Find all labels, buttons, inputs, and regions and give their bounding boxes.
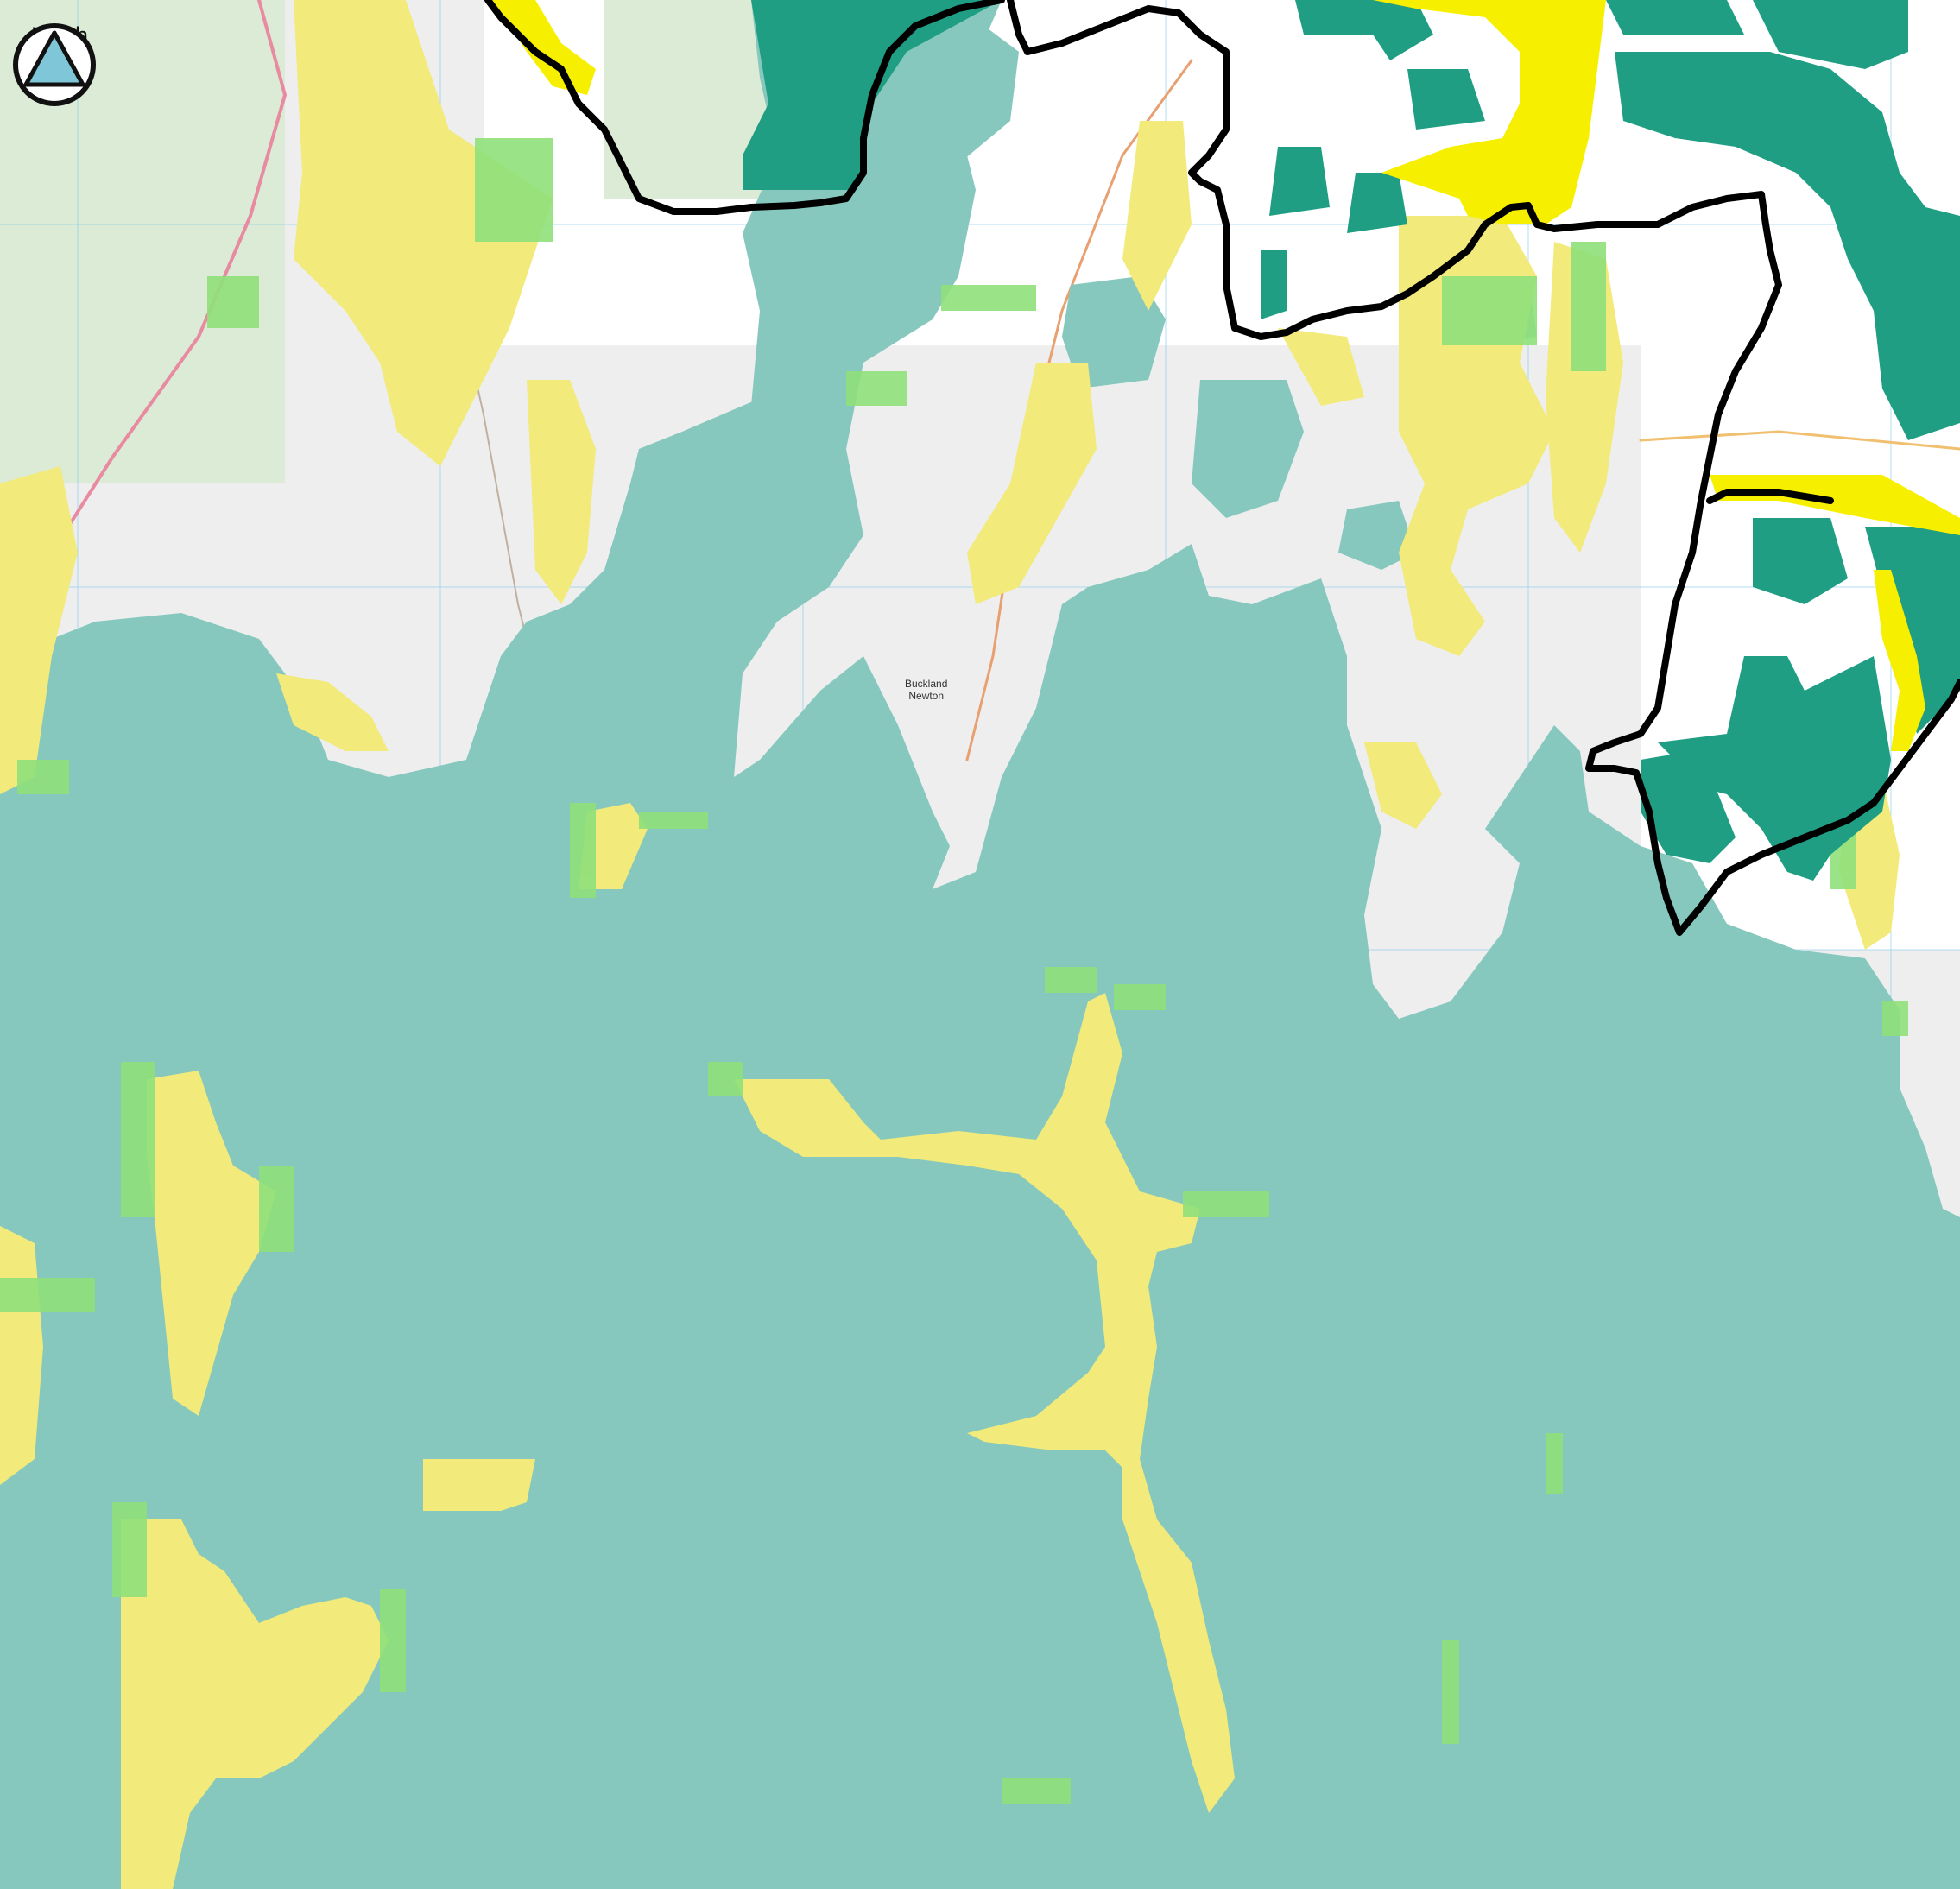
place-label-line2: Newton bbox=[908, 689, 945, 702]
boundary-north-east bbox=[1007, 0, 1960, 936]
zone-teal-light-patch-1 bbox=[1062, 276, 1166, 389]
zone-teal-light-patch-3 bbox=[1338, 501, 1416, 570]
zone-teal-dark bbox=[743, 0, 1960, 881]
place-label-buckland-newton: Buckland Newton bbox=[905, 678, 948, 703]
zone-teal-light-patch-2 bbox=[1192, 380, 1304, 518]
zone-yellow bbox=[0, 0, 1900, 1889]
place-label-line1: Buckland bbox=[905, 678, 948, 690]
north-arrow: North bbox=[12, 22, 102, 143]
boundary-north-west bbox=[484, 0, 1005, 215]
zone-teal-light-main bbox=[0, 26, 1960, 1889]
boundary-east-upper bbox=[1706, 489, 1834, 504]
north-arrow-triangle-icon bbox=[13, 23, 96, 106]
study-area-boundaries bbox=[484, 0, 1960, 936]
